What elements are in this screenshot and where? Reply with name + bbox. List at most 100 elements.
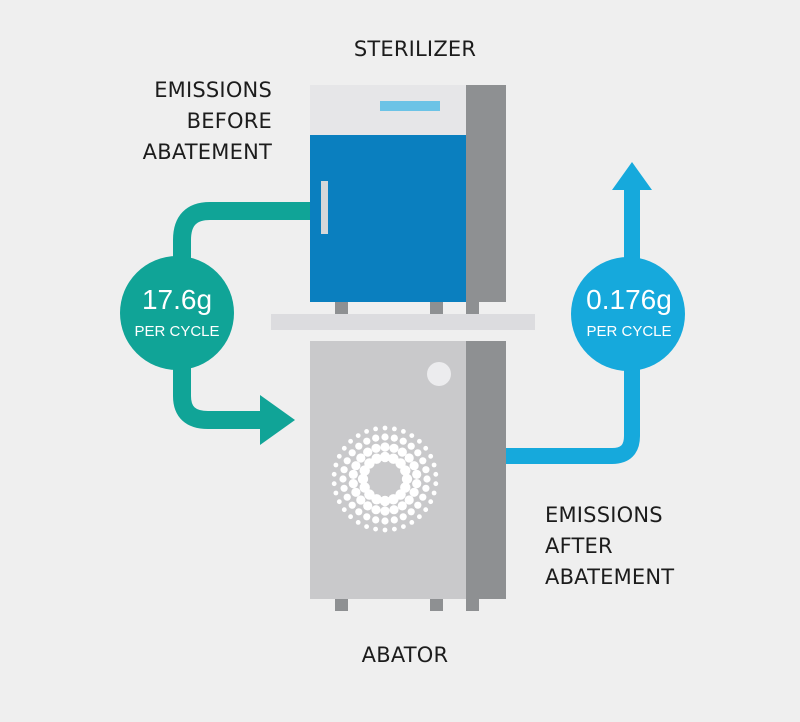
fan-dot: [419, 493, 427, 501]
fan-dot: [348, 449, 356, 457]
fan-dot: [404, 495, 414, 505]
fan-dot: [363, 513, 371, 521]
fan-dot: [331, 471, 337, 477]
fan-dot: [363, 501, 373, 511]
fan-dot: [422, 466, 430, 474]
blue-arrow-head: [612, 162, 652, 190]
fan-dot: [423, 475, 431, 483]
fan-dot: [428, 499, 434, 505]
fan-dot: [355, 442, 363, 450]
sterilizer-leg: [430, 300, 443, 314]
fan-dot: [397, 447, 407, 457]
abator-leg: [466, 597, 479, 611]
fan-dot: [382, 425, 388, 431]
after-emission-unit: PER CYCLE: [586, 323, 672, 340]
fan-dot: [404, 453, 414, 463]
fan-dot: [331, 481, 337, 487]
fan-dot: [409, 520, 415, 525]
fan-dot: [333, 462, 339, 468]
fan-dot: [433, 481, 439, 487]
fan-dot: [363, 447, 373, 457]
emissions-after-line-1: EMISSIONS: [545, 503, 663, 527]
fan-dot: [363, 437, 371, 445]
emissions-after-label: EMISSIONS AFTER ABATEMENT: [545, 500, 745, 593]
blue-flow-line: [505, 190, 640, 464]
shelf: [271, 314, 535, 330]
fan-dot: [423, 507, 429, 513]
fan-dot: [348, 514, 353, 520]
fan-dot: [343, 457, 351, 465]
sterilizer-door: [310, 135, 466, 302]
sterilizer-side-panel: [466, 85, 506, 302]
fan-dot: [351, 461, 361, 471]
after-value-text: 0.176g PER CYCLE: [572, 284, 686, 342]
fan-dot: [348, 438, 353, 444]
fan-dot: [355, 520, 361, 525]
fan-dot: [382, 527, 388, 533]
fan-dot: [392, 426, 397, 432]
fan-dot: [379, 451, 391, 463]
emissions-after-line-3: ABATEMENT: [545, 565, 675, 589]
fan-dot: [351, 487, 361, 497]
fan-dot: [417, 438, 422, 444]
fan-dot: [364, 524, 369, 529]
fan-dot: [356, 495, 366, 505]
fan-dot: [348, 469, 358, 479]
teal-arrow-head: [260, 395, 295, 445]
abator-side-panel: [466, 341, 506, 599]
fan-dot: [431, 462, 437, 468]
abator: [310, 341, 506, 611]
fan-dot: [340, 466, 348, 474]
fan-dot: [409, 433, 415, 438]
abator-leg: [335, 597, 348, 611]
before-value-circle: [120, 256, 234, 370]
fan-dot: [407, 442, 415, 450]
fan-dot: [364, 429, 369, 434]
fan-dot: [339, 475, 347, 483]
fan-dot: [379, 495, 391, 507]
abator-fan-pattern: [331, 425, 439, 533]
fan-dot: [423, 445, 429, 451]
fan-dot: [343, 493, 351, 501]
fan-dot: [380, 506, 390, 516]
fan-dot: [397, 501, 407, 511]
fan-dot: [380, 442, 390, 452]
fan-dot: [412, 479, 422, 489]
fan-dot: [348, 479, 358, 489]
fan-dot: [428, 453, 434, 459]
after-value-circle: [571, 257, 685, 371]
fan-dot: [390, 516, 398, 524]
after-emissions-flow: [505, 162, 652, 464]
fan-dot: [371, 453, 382, 464]
emissions-before-label: EMISSIONS BEFORE ABATEMENT: [100, 75, 272, 168]
fan-dot: [400, 465, 411, 476]
fan-dot: [357, 473, 369, 485]
fan-dot: [431, 490, 437, 496]
fan-dot: [409, 487, 419, 497]
fan-dot: [372, 434, 380, 442]
fan-dot: [340, 484, 348, 492]
fan-dot: [392, 526, 397, 532]
fan-dot: [433, 471, 439, 477]
sterilizer: [310, 85, 506, 314]
fan-dot: [414, 501, 422, 509]
fan-dot: [371, 443, 381, 453]
fan-dot: [341, 445, 347, 451]
before-value-text: 17.6g PER CYCLE: [120, 284, 234, 342]
fan-dot: [417, 514, 422, 520]
sterilizer-display: [380, 101, 440, 111]
fan-dot: [399, 513, 407, 521]
sterilizer-leg: [335, 300, 348, 314]
fan-dot: [390, 434, 398, 442]
fan-dot: [373, 426, 378, 432]
fan-dot: [372, 516, 380, 524]
fan-dot: [401, 429, 406, 434]
sterilizer-handle: [321, 181, 328, 234]
fan-dot: [373, 526, 378, 532]
fan-dot: [419, 457, 427, 465]
emissions-before-line-1: EMISSIONS: [154, 78, 272, 102]
abator-label: ABATOR: [361, 643, 449, 667]
fan-dot: [412, 469, 422, 479]
fan-dot: [355, 433, 361, 438]
